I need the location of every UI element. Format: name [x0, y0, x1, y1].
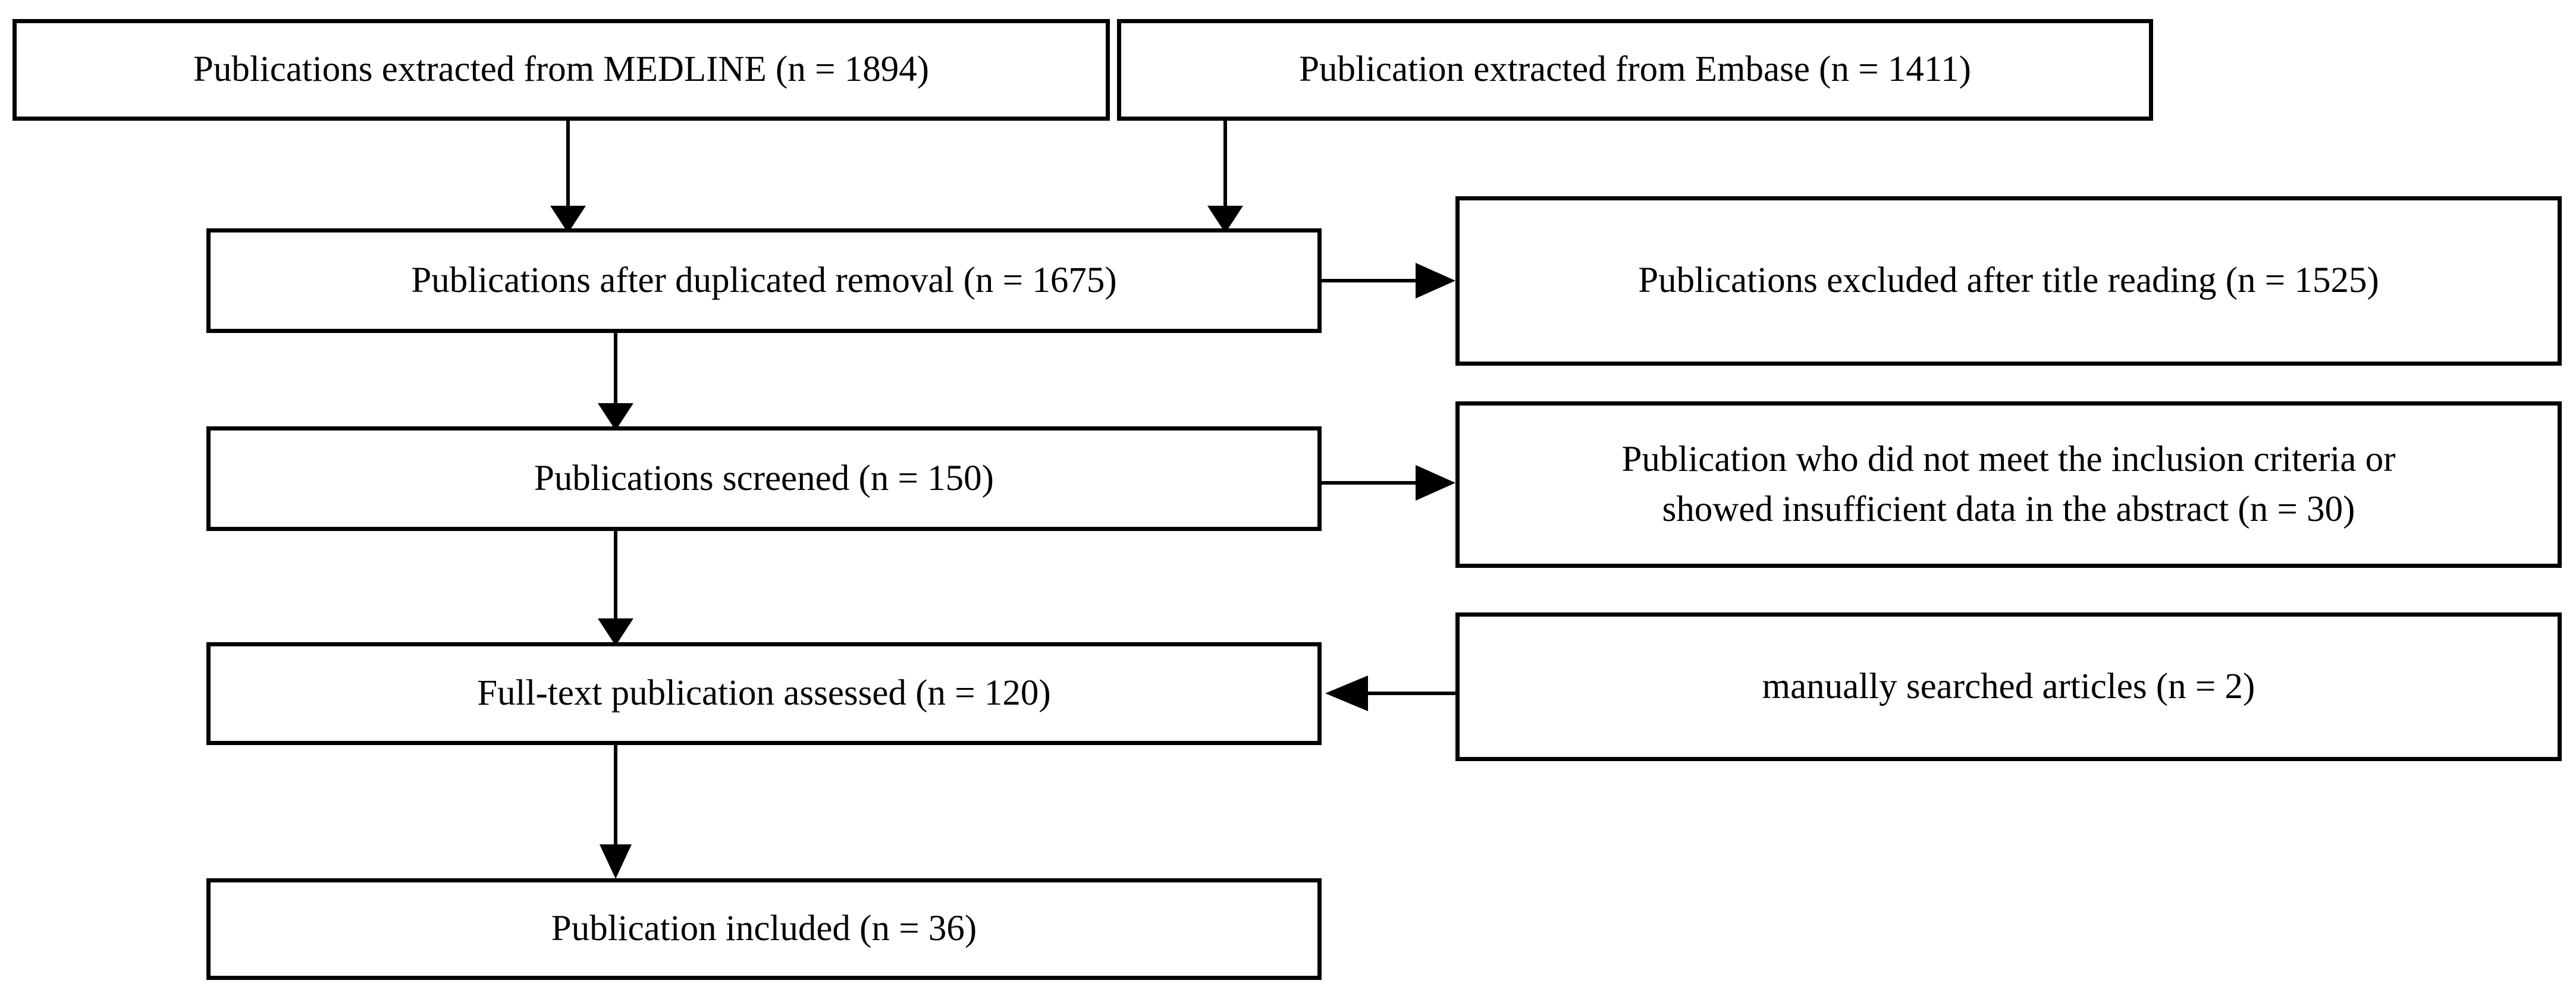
box-full-text-publication-assessed: Full-text publication assessed (n = 120): [206, 642, 1322, 745]
box-publications-after-duplicate-removal: Publications after duplicated removal (n…: [206, 228, 1322, 333]
box-manually-searched-articles: manually searched articles (n = 2): [1455, 612, 2562, 761]
box-publications-excluded-inclusion-criteria: Publication who did not meet the inclusi…: [1455, 401, 2562, 568]
box-label-dedup: Publications after duplicated removal (n…: [411, 260, 1117, 300]
box-publications-screened: Publications screened (n = 150): [206, 426, 1322, 531]
connector-dedup-to-excluded-title: [1322, 263, 1455, 299]
box-label-manual: manually searched articles (n = 2): [1762, 666, 2255, 706]
box-publication-included: Publication included (n = 36): [206, 878, 1322, 980]
box-publications-extracted-embase: Publication extracted from Embase (n = 1…: [1117, 19, 2153, 121]
connector-dedup-to-screened: [598, 333, 633, 431]
connector-screened-to-excluded-criteria: [1322, 465, 1455, 501]
connector-screened-to-fulltext: [598, 531, 633, 646]
box-label-included: Publication included (n = 36): [551, 909, 977, 949]
box-label-excluded-title: Publications excluded after title readin…: [1638, 260, 2379, 301]
box-publications-extracted-medline: Publications extracted from MEDLINE (n =…: [12, 19, 1110, 121]
box-label-screened: Publications screened (n = 150): [534, 458, 994, 498]
box-label-fulltext: Full-text publication assessed (n = 120): [477, 673, 1051, 714]
connector-manual-to-fulltext: [1325, 675, 1455, 711]
connector-medline-to-dedup: [550, 121, 586, 233]
connector-embase-to-dedup: [1207, 121, 1243, 233]
connector-fulltext-to-included: [600, 745, 632, 879]
box-label-excluded-criteria: Publication who did not meet the inclusi…: [1621, 439, 2396, 529]
box-label-embase: Publication extracted from Embase (n = 1…: [1299, 49, 1971, 90]
box-label-medline: Publications extracted from MEDLINE (n =…: [193, 49, 930, 90]
box-publications-excluded-after-title-reading: Publications excluded after title readin…: [1455, 196, 2562, 366]
